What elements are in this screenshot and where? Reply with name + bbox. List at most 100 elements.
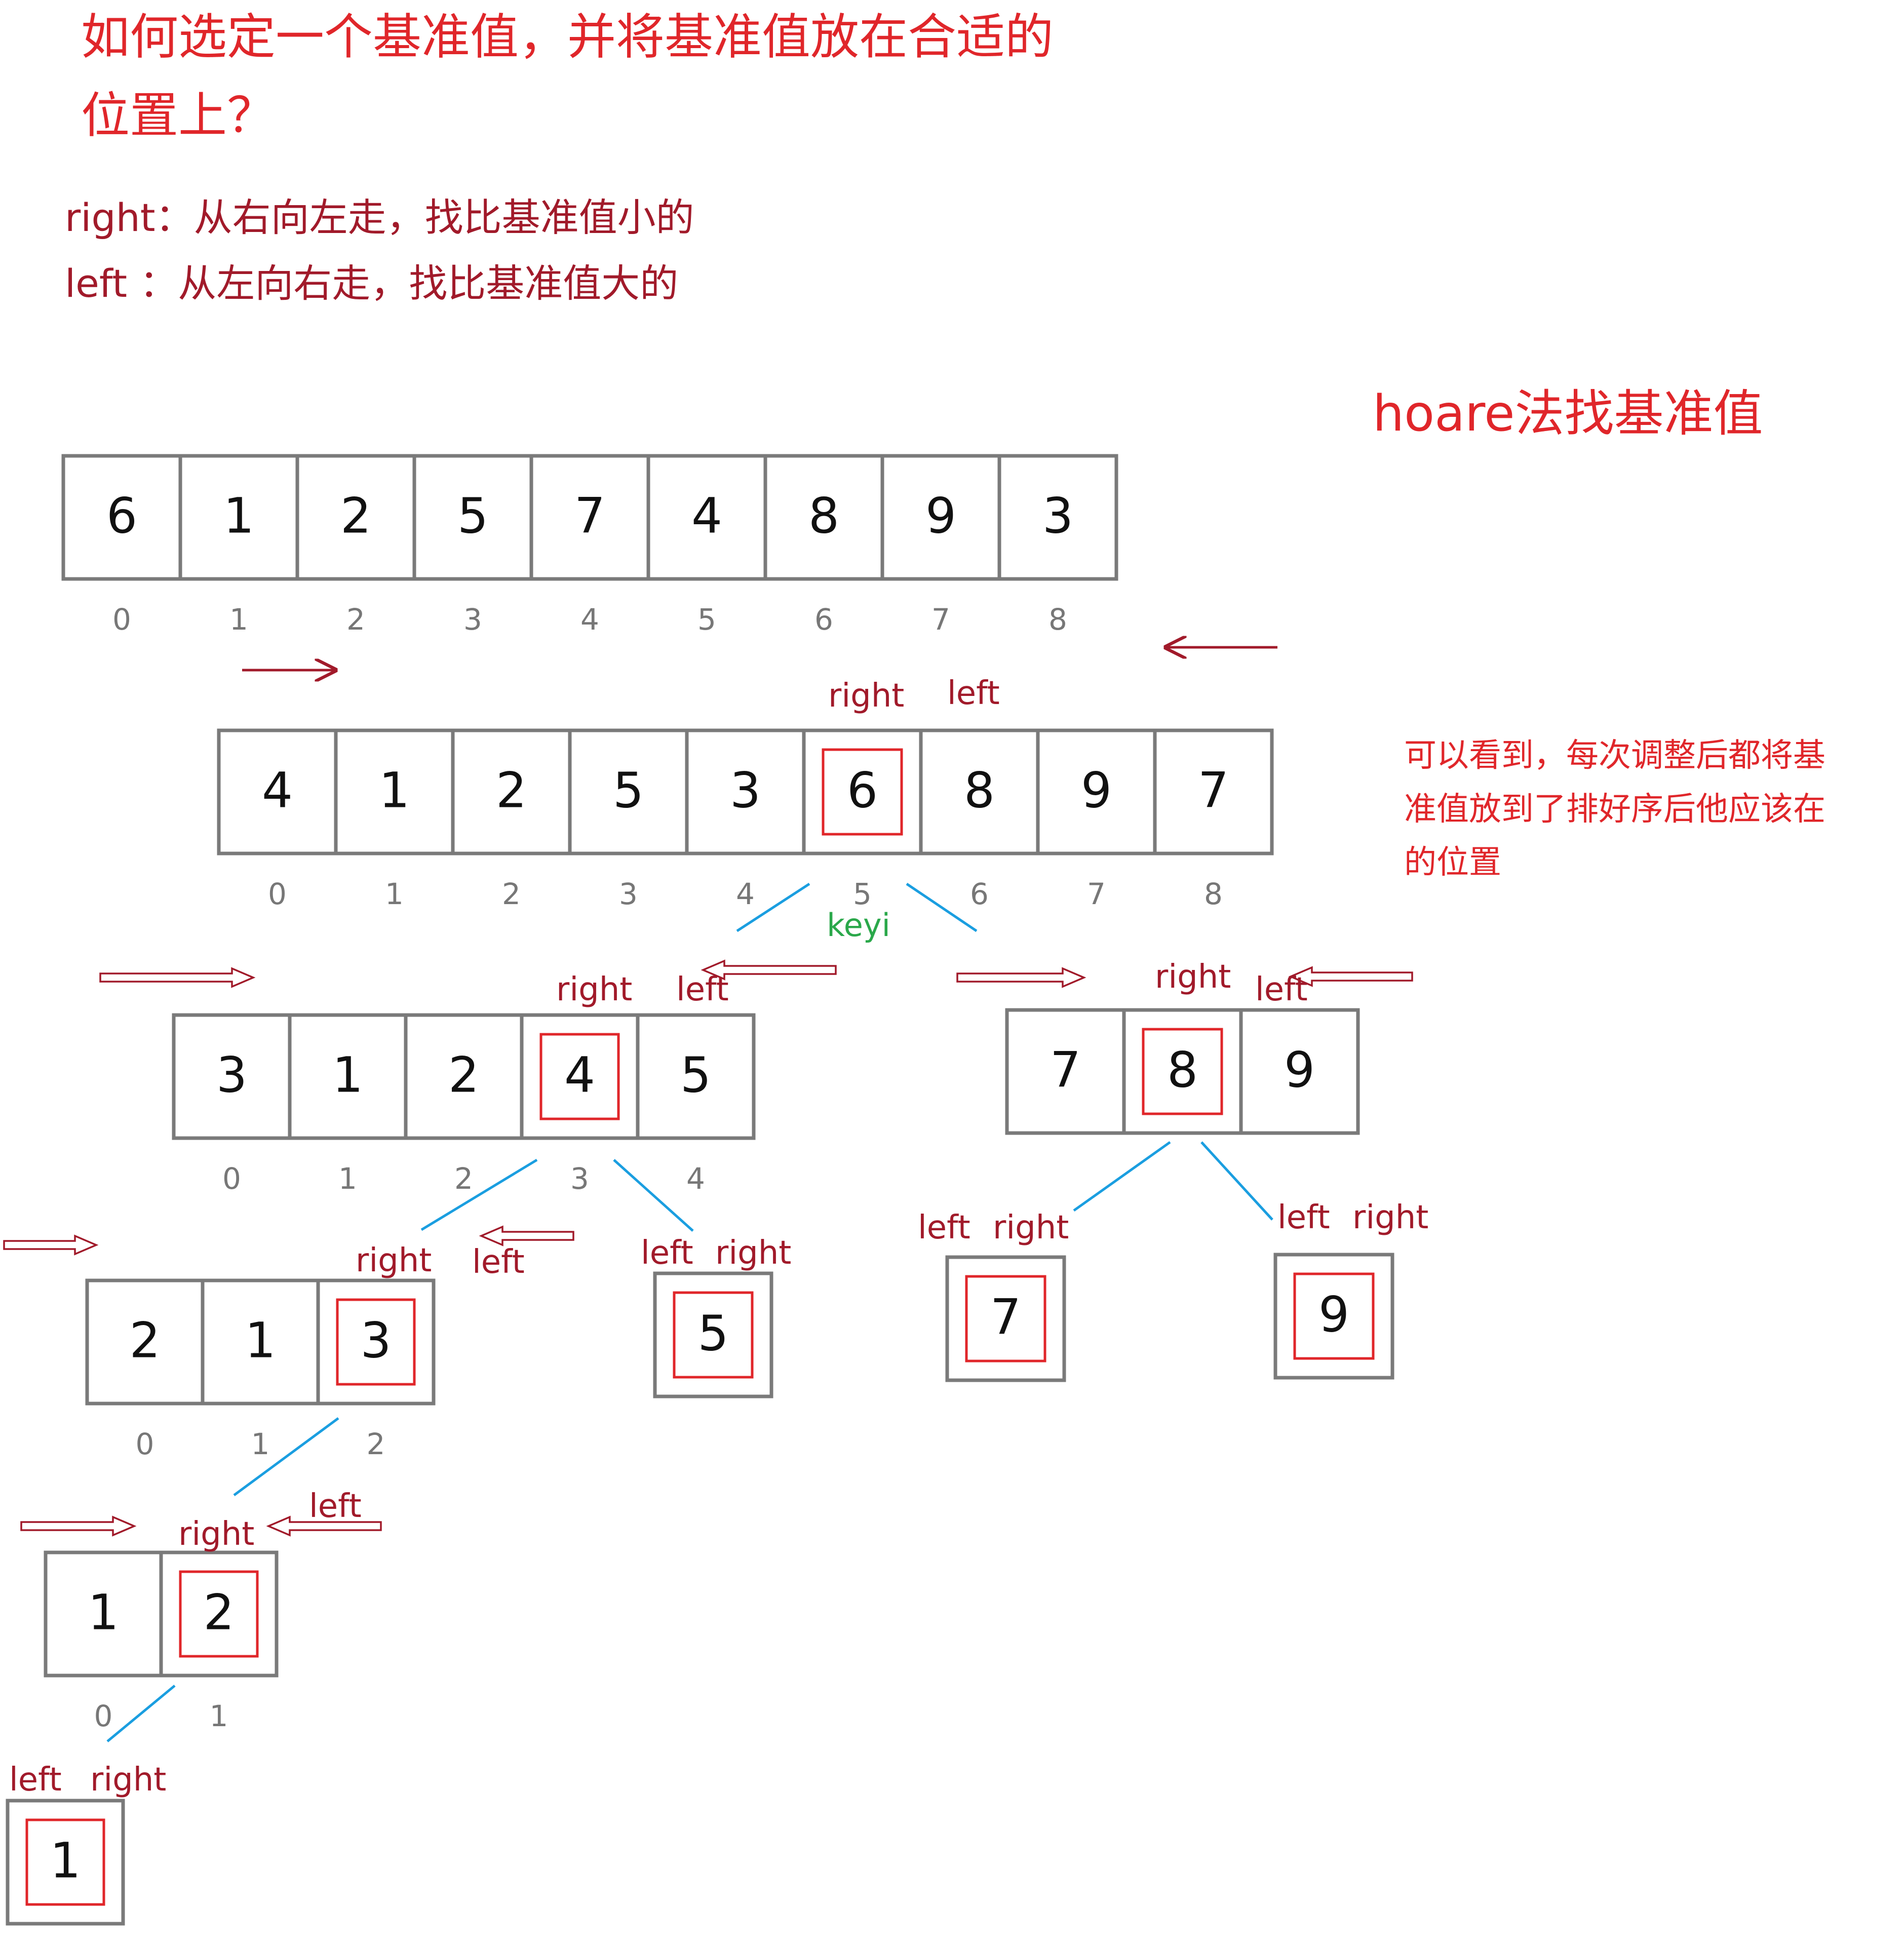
array-value: 5 bbox=[697, 1305, 728, 1362]
array-cell bbox=[201, 1278, 320, 1406]
array-right-sub: 7 8 9 bbox=[1005, 1008, 1360, 1135]
array-value: 4 bbox=[691, 488, 722, 544]
array-index: 3 bbox=[619, 877, 638, 911]
array-index: 8 bbox=[1204, 877, 1223, 911]
array-value: 3 bbox=[216, 1047, 247, 1104]
array-cell bbox=[217, 728, 338, 855]
pointer-label-left: left bbox=[641, 1234, 693, 1272]
pivot-marker bbox=[25, 1818, 105, 1906]
array-value: 4 bbox=[564, 1047, 595, 1104]
array-cell bbox=[636, 1013, 756, 1140]
pointer-scan-arrow bbox=[479, 1225, 574, 1247]
pointer-scan-arrow bbox=[1288, 966, 1413, 987]
array-value: 2 bbox=[448, 1047, 479, 1104]
pivot-marker bbox=[1142, 1028, 1223, 1115]
array-value: 1 bbox=[50, 1833, 81, 1889]
array-single-1: 1 bbox=[6, 1799, 125, 1926]
array-cell bbox=[1005, 1008, 1126, 1135]
pointer-label-left: left bbox=[676, 971, 729, 1008]
array-cell bbox=[412, 454, 533, 581]
array-cell bbox=[451, 728, 572, 855]
pivot-marker bbox=[336, 1298, 416, 1386]
array-value: 9 bbox=[1284, 1042, 1315, 1099]
array-index: 3 bbox=[570, 1161, 589, 1196]
array-cell bbox=[1239, 1008, 1360, 1135]
array-value: 8 bbox=[808, 488, 839, 544]
array-value: 2 bbox=[340, 488, 371, 544]
tree-branch-line bbox=[233, 1417, 339, 1497]
array-value: 5 bbox=[613, 762, 644, 819]
array-index: 2 bbox=[346, 602, 365, 637]
method-title: hoare法找基准值 bbox=[1373, 385, 1763, 443]
array-index: 6 bbox=[970, 877, 989, 911]
pointer-scan-arrow bbox=[3, 1234, 99, 1256]
array-value: 3 bbox=[360, 1312, 391, 1369]
array-value: 1 bbox=[223, 488, 254, 544]
array-cell bbox=[334, 728, 455, 855]
title-line-2: 位置上？ bbox=[81, 87, 276, 144]
pointer-label-right: right bbox=[356, 1242, 432, 1279]
array-value: 6 bbox=[847, 762, 878, 819]
pivot-marker bbox=[179, 1570, 259, 1658]
array-index: 2 bbox=[367, 1427, 385, 1461]
array-cell bbox=[997, 454, 1118, 581]
rule-left: left ：从左向右走，找比基准值大的 bbox=[65, 261, 679, 306]
array-value: 9 bbox=[925, 488, 956, 544]
array-index: 4 bbox=[686, 1161, 705, 1196]
array-index: 0 bbox=[222, 1161, 241, 1196]
array-index: 7 bbox=[931, 602, 950, 637]
observation-line-2: 准值放到了排好序后他应该在 bbox=[1404, 790, 1825, 828]
pointer-label-left: left bbox=[309, 1488, 362, 1525]
pointer-scan-arrow bbox=[956, 967, 1086, 988]
array-value: 6 bbox=[106, 488, 137, 544]
array-value: 5 bbox=[680, 1047, 711, 1104]
array-value: 7 bbox=[1050, 1042, 1081, 1099]
array-cell bbox=[44, 1550, 163, 1678]
array-index: 2 bbox=[454, 1161, 473, 1196]
array-cell bbox=[178, 454, 299, 581]
pointer-label-right: right bbox=[828, 677, 904, 715]
array-cell bbox=[404, 1013, 524, 1140]
array-value: 5 bbox=[457, 488, 488, 544]
array-value: 7 bbox=[1198, 762, 1229, 819]
array-value: 1 bbox=[379, 762, 410, 819]
pointer-label-left: left bbox=[1255, 971, 1308, 1008]
array-value: 8 bbox=[1167, 1042, 1198, 1099]
observation-note: 可以看到，每次调整后都将基 准值放到了排好序后他应该在 的位置 bbox=[1404, 729, 1825, 890]
array-value: 9 bbox=[1318, 1287, 1349, 1343]
pivot-marker bbox=[822, 748, 903, 836]
array-single-7: 7 bbox=[945, 1255, 1066, 1382]
pointer-label-left: left bbox=[947, 675, 1000, 712]
tree-branch-line bbox=[736, 882, 810, 932]
pointer-label-left: left bbox=[9, 1761, 62, 1799]
tree-branch-line bbox=[1073, 1141, 1171, 1212]
array-cell bbox=[295, 454, 416, 581]
tree-branch-line bbox=[906, 882, 978, 932]
array-value: 2 bbox=[129, 1312, 160, 1369]
array-value: 8 bbox=[964, 762, 995, 819]
pointer-label-right: right bbox=[90, 1761, 166, 1799]
array-value: 1 bbox=[88, 1584, 119, 1641]
array-value: 2 bbox=[203, 1584, 234, 1641]
array-value: 1 bbox=[332, 1047, 363, 1104]
pointer-scan-arrow bbox=[266, 1515, 382, 1537]
keyi-label: keyi bbox=[827, 907, 890, 944]
array-index: 0 bbox=[136, 1427, 154, 1461]
array-index: 0 bbox=[94, 1699, 113, 1733]
array-cell bbox=[288, 1013, 408, 1140]
rule-right: right：从右向左走，找比基准值小的 bbox=[65, 195, 694, 240]
array-left-left-sub: 2 1 3 0 1 2 bbox=[85, 1278, 436, 1461]
pointer-label-right: right bbox=[178, 1515, 254, 1553]
array-value: 1 bbox=[245, 1312, 276, 1369]
array-cell bbox=[880, 454, 1001, 581]
array-index: 1 bbox=[251, 1427, 270, 1461]
array-index: 1 bbox=[229, 602, 248, 637]
pointer-label-right: right bbox=[1352, 1199, 1428, 1236]
pointer-scan-arrow bbox=[99, 967, 256, 988]
pointer-label-right: right bbox=[556, 971, 632, 1008]
array-cell bbox=[85, 1278, 205, 1406]
